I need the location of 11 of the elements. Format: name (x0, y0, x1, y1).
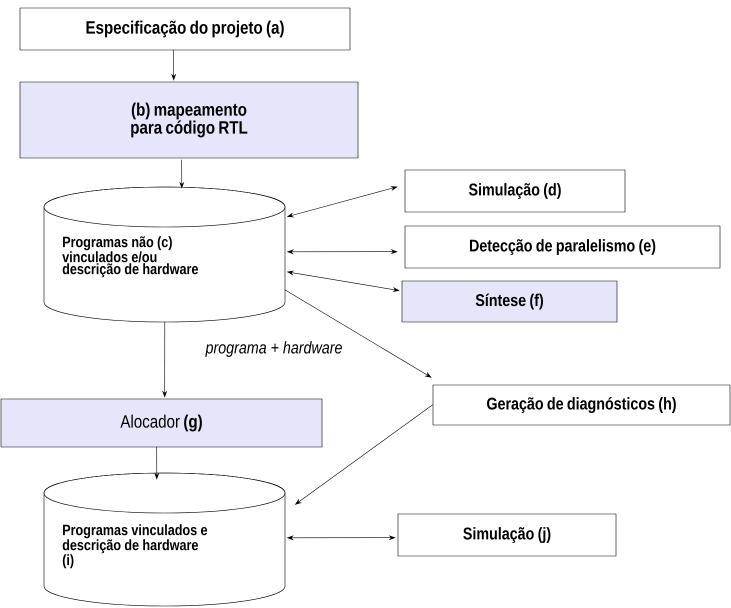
process-box: Detecção de paralelismo (e) (404, 226, 720, 268)
process-box: Simulação (j) (398, 514, 616, 556)
database-cylinder: Programas vinculados e descrição de hardware (i) (44, 472, 286, 606)
flow-note: programa + hardware (205, 341, 342, 357)
process-box: Geração de diagnósticos (h) (432, 384, 730, 426)
process-box: Síntese (f) (402, 280, 618, 322)
process-box: Especificação do projeto (a) (20, 8, 350, 50)
process-box: (b) mapeamento para código RTL (20, 82, 358, 158)
process-box: Alocador (g) (0, 398, 322, 448)
database-cylinder: Programas não (c) vinculados e/ou descrição de hardware (44, 186, 286, 322)
process-box: Simulação (d) (404, 170, 626, 212)
